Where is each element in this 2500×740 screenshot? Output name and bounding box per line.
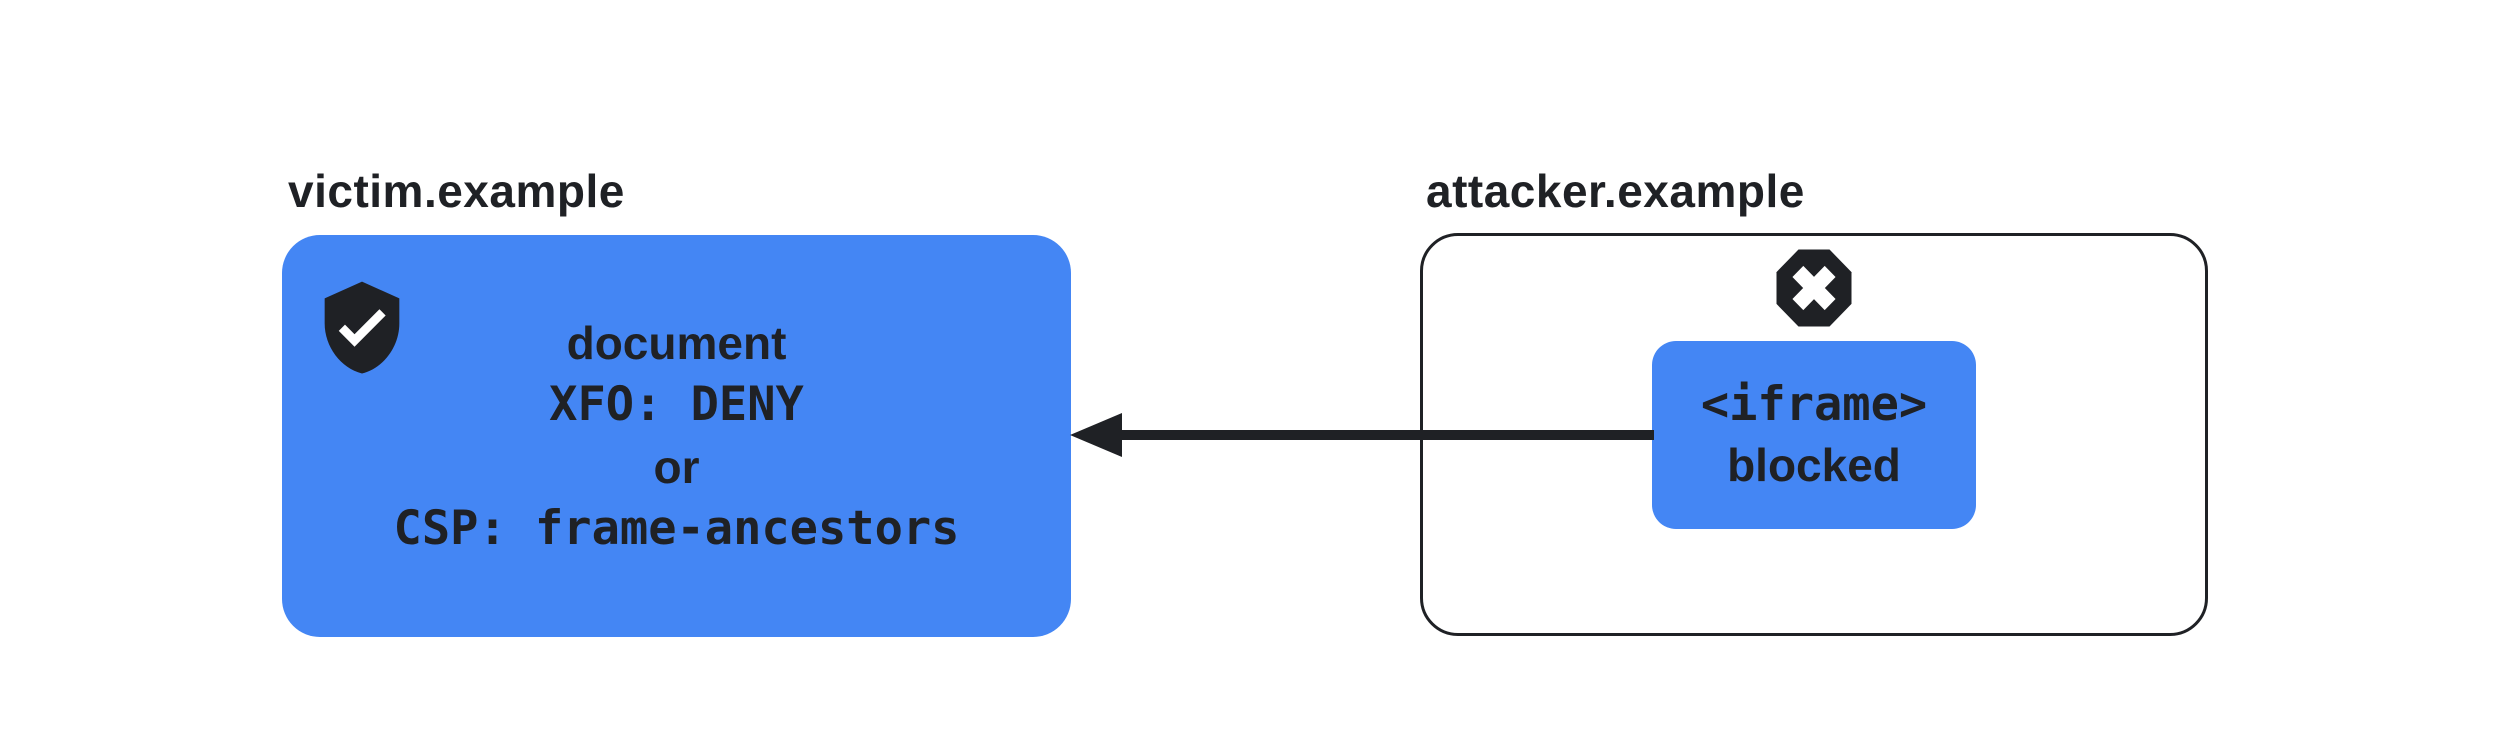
- victim-domain-label: victim.example: [288, 165, 625, 217]
- victim-line-csp-frame-ancestors: CSP: frame-ancestors: [393, 501, 960, 556]
- iframe-tag-line: <iframe>: [1700, 377, 1928, 432]
- iframe-blocked-line: blocked: [1727, 439, 1901, 491]
- x-octagon-icon: [1775, 248, 1853, 328]
- attacker-domain-label: attacker.example: [1426, 165, 1805, 217]
- victim-line-document: document: [566, 317, 787, 369]
- victim-document-box: document XFO: DENY or CSP: frame-ancesto…: [282, 235, 1071, 637]
- shield-check-icon: [323, 280, 401, 376]
- victim-line-or: or: [653, 441, 700, 493]
- victim-line-xfo-deny: XFO: DENY: [549, 377, 804, 432]
- blocked-iframe-box: <iframe> blocked: [1652, 341, 1976, 529]
- attacker-page-box: <iframe> blocked: [1420, 233, 2208, 636]
- blocked-request-arrowhead-icon: [1070, 413, 1122, 457]
- blocked-request-arrow-shaft: [1122, 430, 1654, 440]
